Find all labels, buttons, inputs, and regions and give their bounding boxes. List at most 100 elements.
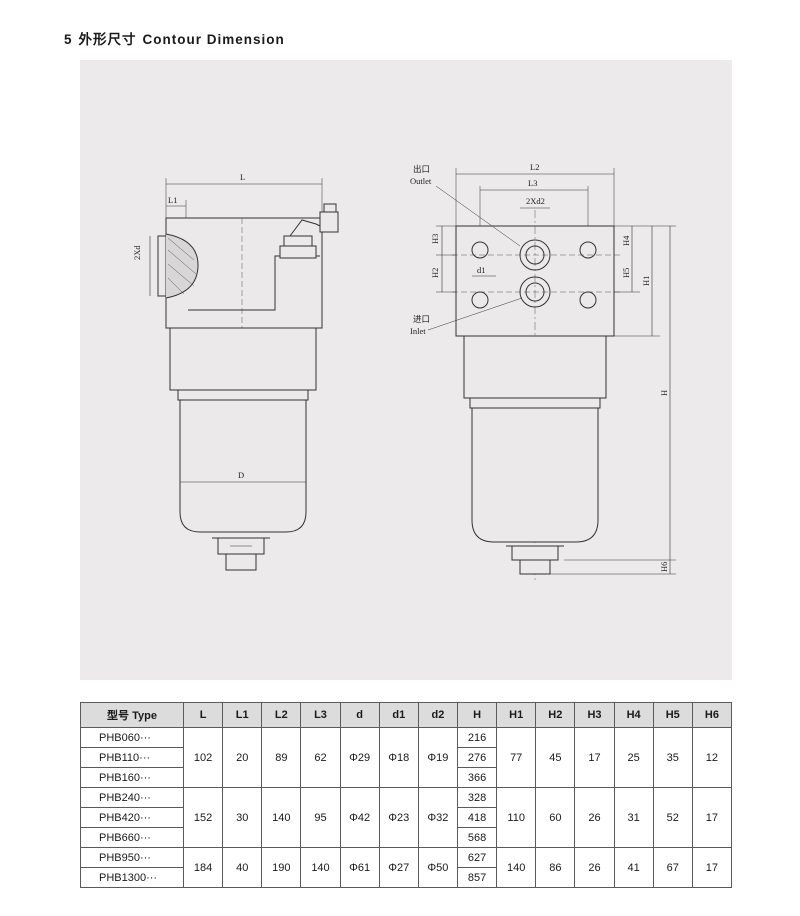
label-D: D <box>238 470 244 480</box>
cell-H6: 17 <box>691 847 733 888</box>
table-row: PHB160··· 366 <box>80 767 732 788</box>
cell-H: 216 <box>456 727 498 748</box>
label-L3: L3 <box>528 178 537 188</box>
header-L1: L1 <box>222 702 263 728</box>
label-H: H <box>659 390 669 396</box>
label-L1: L1 <box>168 195 177 205</box>
label-L: L <box>240 172 245 182</box>
cell-L3: 62 <box>300 727 341 788</box>
label-2Xd: 2Xd <box>132 245 142 260</box>
header-d1: d1 <box>378 702 419 728</box>
cell-d2: Φ50 <box>417 847 458 888</box>
cell-H: 328 <box>456 787 498 808</box>
cell-L2: 190 <box>261 847 302 888</box>
cell-H: 627 <box>456 847 498 868</box>
cell-L: 152 <box>182 787 224 848</box>
label-H5: H5 <box>621 268 631 278</box>
cell-d1: Φ23 <box>378 787 419 848</box>
section-heading: 5 外形尺寸 Contour Dimension <box>64 28 291 48</box>
model-cell: PHB060··· <box>80 727 184 748</box>
label-L2: L2 <box>530 162 539 172</box>
cell-L3: 140 <box>300 847 341 888</box>
cell-H1: 140 <box>496 847 537 888</box>
table-row: PHB1300··· 857 <box>80 867 732 888</box>
label-H2: H2 <box>430 268 440 278</box>
technical-drawing-svg: L L1 2Xd D L2 L3 2Xd2 d1 出口 Outlet 进口 In… <box>132 162 676 580</box>
model-cell: PHB950··· <box>80 847 184 868</box>
cell-L3: 95 <box>300 787 341 848</box>
left-housing <box>169 327 317 391</box>
cell-H2: 60 <box>535 787 576 848</box>
cell-H5: 52 <box>652 787 693 848</box>
cell-H5: 35 <box>652 727 693 788</box>
cell-L2: 89 <box>261 727 302 788</box>
label-outlet-cn: 出口 <box>413 164 430 174</box>
header-L3: L3 <box>300 702 341 728</box>
header-d: d <box>339 702 380 728</box>
label-d1: d1 <box>477 265 486 275</box>
header-L: L <box>182 702 224 728</box>
label-2Xd2: 2Xd2 <box>526 196 545 206</box>
cell-H1: 110 <box>496 787 537 848</box>
model-cell: PHB660··· <box>80 827 184 848</box>
header-type: 型号 Type <box>80 702 184 728</box>
table-row: PHB240··· 152 30 140 95 Φ42 Φ23 Φ32 328 … <box>80 787 733 848</box>
section-title-en: Contour Dimension <box>142 32 285 47</box>
cell-H4: 31 <box>613 787 654 848</box>
cell-H: 418 <box>456 807 498 828</box>
cell-L1: 20 <box>222 727 263 788</box>
cell-H: 276 <box>456 747 498 768</box>
model-cell: PHB240··· <box>80 787 184 808</box>
header-d2: d2 <box>417 702 458 728</box>
cell-H: 568 <box>456 827 498 848</box>
cell-d1: Φ18 <box>378 727 419 788</box>
cell-H: 366 <box>456 767 498 788</box>
cell-H1: 77 <box>496 727 537 788</box>
label-H1: H1 <box>641 276 651 286</box>
table-row: PHB660··· 568 <box>80 827 732 848</box>
header-H4: H4 <box>613 702 654 728</box>
header-H6: H6 <box>691 702 733 728</box>
label-H4: H4 <box>621 235 631 246</box>
cell-L1: 40 <box>222 847 263 888</box>
label-inlet-en: Inlet <box>410 326 426 336</box>
header-H5: H5 <box>652 702 693 728</box>
table-row: PHB060··· 102 20 89 62 Φ29 Φ18 Φ19 216 7… <box>80 727 733 788</box>
dimension-table: 型号 Type L L1 L2 L3 d d1 d2 H H1 H2 H3 H4… <box>80 702 733 888</box>
model-cell: PHB1300··· <box>80 867 184 888</box>
model-cell: PHB110··· <box>80 747 184 768</box>
cell-H4: 41 <box>613 847 654 888</box>
cell-d: Φ42 <box>339 787 380 848</box>
header-H2: H2 <box>535 702 576 728</box>
cell-H6: 12 <box>691 727 733 788</box>
table-row: PHB950··· 184 40 190 140 Φ61 Φ27 Φ50 627… <box>80 847 733 888</box>
table-row: PHB110··· 276 <box>80 747 732 768</box>
table-header-row: 型号 Type L L1 L2 L3 d d1 d2 H H1 H2 H3 H4… <box>80 702 733 728</box>
header-H: H <box>456 702 498 728</box>
cell-H4: 25 <box>613 727 654 788</box>
cell-H: 857 <box>456 867 498 888</box>
cell-d1: Φ27 <box>378 847 419 888</box>
label-H6: H6 <box>659 562 669 572</box>
contour-drawing: L L1 2Xd D L2 L3 2Xd2 d1 出口 Outlet 进口 In… <box>80 60 732 680</box>
label-H3: H3 <box>430 234 440 244</box>
cell-d: Φ29 <box>339 727 380 788</box>
right-bowl <box>471 407 599 543</box>
cell-d2: Φ32 <box>417 787 458 848</box>
right-drain <box>511 545 559 561</box>
cell-H3: 17 <box>574 727 615 788</box>
cell-H2: 86 <box>535 847 576 888</box>
section-title-cn: 外形尺寸 <box>78 32 137 47</box>
left-bowl <box>179 399 307 533</box>
header-L2: L2 <box>261 702 302 728</box>
label-outlet-en: Outlet <box>410 176 432 186</box>
header-H1: H1 <box>496 702 537 728</box>
cell-H5: 67 <box>652 847 693 888</box>
right-housing <box>463 335 607 399</box>
model-cell: PHB420··· <box>80 807 184 828</box>
cell-H3: 26 <box>574 787 615 848</box>
cell-L: 102 <box>182 727 224 788</box>
section-number: 5 <box>64 32 73 47</box>
cell-L1: 30 <box>222 787 263 848</box>
cell-d2: Φ19 <box>417 727 458 788</box>
